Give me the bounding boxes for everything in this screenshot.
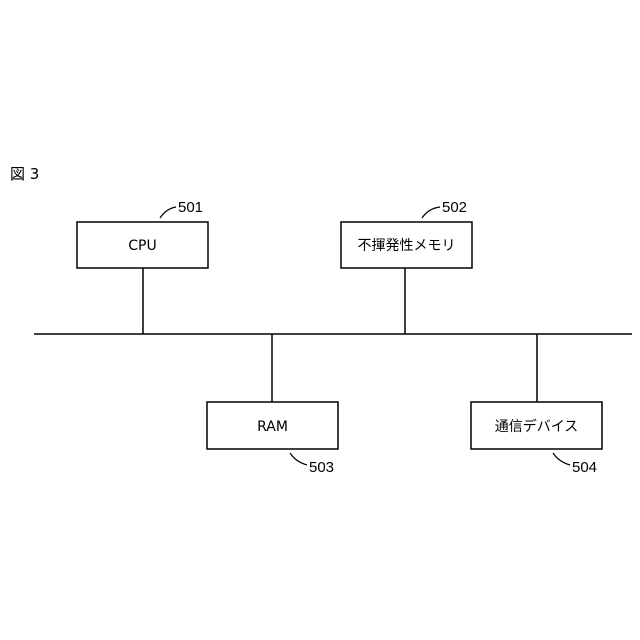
ram-reference-number: 503 [309, 459, 334, 476]
communication-device-label: 通信デバイス [495, 418, 579, 435]
nonvolatile-memory-reference-number: 502 [442, 199, 467, 216]
cpu-reference-number: 501 [178, 199, 203, 216]
cpu-block: CPU 501 [77, 199, 208, 334]
communication-device-block: 通信デバイス 504 [471, 334, 602, 476]
ram-block: RAM 503 [207, 334, 338, 476]
communication-device-reference-number: 504 [572, 459, 597, 476]
figure-label: 図 3 [10, 165, 39, 183]
nonvolatile-memory-block: 不揮発性メモリ 502 [341, 199, 472, 334]
cpu-reference-leader [160, 207, 176, 218]
communication-device-reference-leader [553, 453, 570, 465]
cpu-label: CPU [128, 238, 156, 254]
nonvolatile-memory-reference-leader [422, 207, 440, 218]
nonvolatile-memory-label: 不揮発性メモリ [358, 238, 456, 254]
ram-reference-leader [290, 453, 307, 465]
ram-label: RAM [257, 419, 288, 435]
